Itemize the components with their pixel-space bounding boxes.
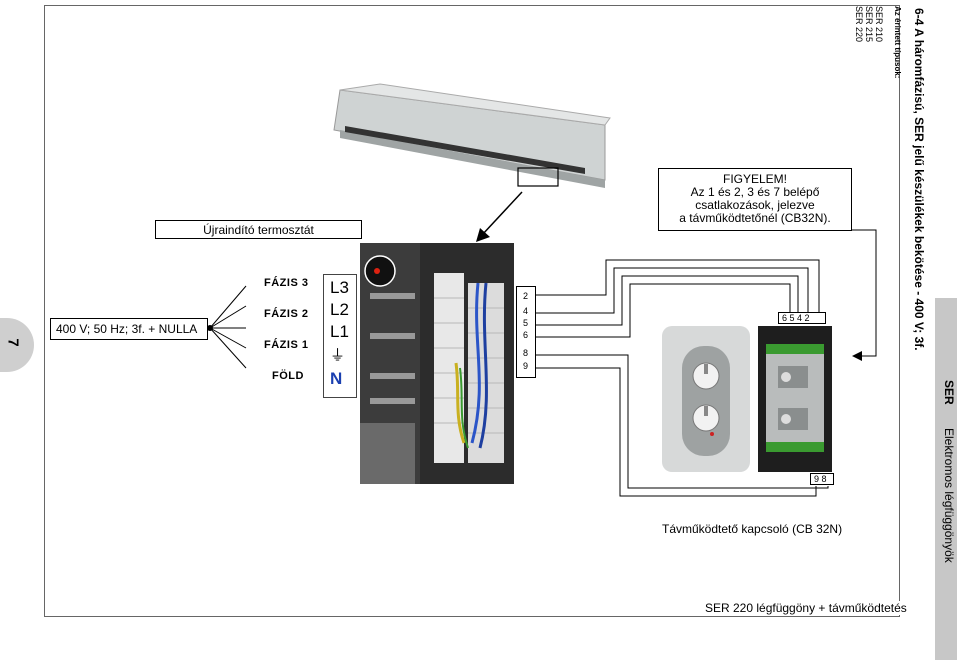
remote-box-interior-photo bbox=[758, 326, 832, 472]
terminal-letter-box: L3 L2 L1 ⏚ N bbox=[323, 274, 357, 398]
type-ser220: SER 220 bbox=[854, 6, 864, 43]
remote-control-photo bbox=[662, 326, 750, 472]
terminal-l1: L1 bbox=[330, 322, 349, 341]
type-ser215: SER 215 bbox=[864, 6, 874, 43]
wiring-lines bbox=[536, 229, 877, 497]
terminal-n: N bbox=[330, 369, 343, 388]
section-title: 6-4 A háromfázisú, SER jelű készülékek b… bbox=[912, 8, 926, 351]
terminal-l3: L3 bbox=[330, 278, 349, 297]
terminal-number-6: 6 bbox=[523, 330, 529, 340]
thermostat-label: Újraindító termosztát bbox=[155, 220, 362, 239]
phase-label-3: FÁZIS 3 bbox=[264, 277, 309, 289]
figure-caption: SER 220 légfüggöny + távműködtetés bbox=[705, 601, 907, 615]
type-ser210: SER 210 bbox=[874, 6, 884, 43]
terminal-number-9: 9 bbox=[523, 361, 529, 371]
remote-bottom-terminals: 9 8 bbox=[810, 473, 834, 485]
terminal-number-4: 4 bbox=[523, 306, 529, 316]
types-label-text: Az érintett típusok: bbox=[893, 6, 902, 79]
terminal-block-photo bbox=[360, 243, 514, 484]
air-curtain-illustration bbox=[333, 83, 611, 188]
page-number-tab: 7 bbox=[0, 318, 34, 372]
terminal-number-8: 8 bbox=[523, 348, 529, 358]
terminal-number-2: 2 bbox=[523, 291, 529, 301]
remote-top-terminals: 6 5 4 2 bbox=[778, 312, 826, 324]
sidebar-strip bbox=[935, 298, 957, 660]
diagram-frame bbox=[44, 5, 900, 617]
terminal-number-5: 5 bbox=[523, 318, 529, 328]
terminal-number-box: 2 4 5 6 8 9 bbox=[516, 286, 536, 378]
terminal-block-graphic bbox=[360, 243, 504, 484]
remote-label: Távműködtető kapcsoló (CB 32N) bbox=[662, 522, 843, 536]
pointer-arrow bbox=[476, 191, 523, 242]
supply-fan-lines bbox=[207, 285, 247, 369]
warning-line-1: Az 1 és 2, 3 és 7 belépő bbox=[690, 185, 820, 199]
warning-heading: FIGYELEM! bbox=[722, 172, 787, 186]
phase-label-1: FÁZIS 1 bbox=[264, 339, 309, 351]
remote-box-interior-graphic bbox=[766, 344, 824, 452]
earth-label: FÖLD bbox=[272, 370, 304, 382]
terminal-earth: ⏚ bbox=[330, 347, 346, 364]
warning-line-3: a távműködtetőnél (CB32N). bbox=[679, 211, 831, 225]
warning-line-2: csatlakozások, jelezve bbox=[695, 198, 815, 212]
sidebar-subtitle: Elektromos légfüggönyök bbox=[942, 428, 956, 563]
remote-control-graphic bbox=[682, 346, 730, 456]
warning-box: FIGYELEM! Az 1 és 2, 3 és 7 belépő csatl… bbox=[658, 168, 852, 231]
sidebar-brand: SER bbox=[942, 380, 956, 405]
types-label: Az érintett típusok: bbox=[893, 6, 902, 78]
phase-label-2: FÁZIS 2 bbox=[264, 308, 309, 320]
supply-label: 400 V; 50 Hz; 3f. + NULLA bbox=[50, 318, 208, 340]
page-number: 7 bbox=[4, 338, 22, 347]
terminal-l2: L2 bbox=[330, 300, 349, 319]
